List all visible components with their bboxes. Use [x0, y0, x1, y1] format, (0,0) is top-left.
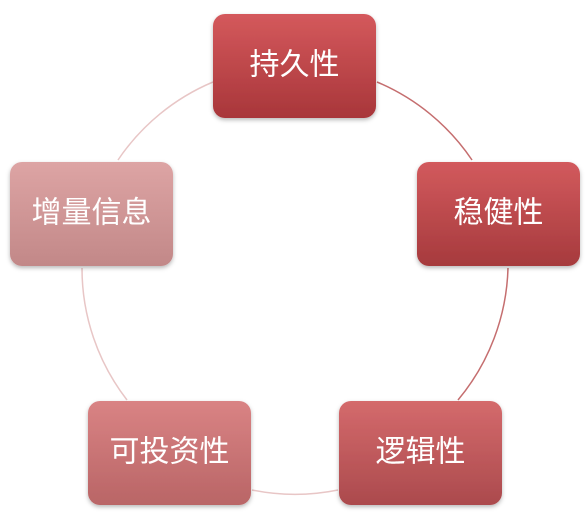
node-logic-label: 逻辑性	[376, 435, 466, 470]
node-durability: 持久性	[213, 14, 376, 118]
node-incremental-info: 增量信息	[10, 162, 173, 266]
node-investability: 可投资性	[88, 401, 251, 505]
node-durability-box	[213, 14, 376, 118]
node-investability-label: 可投资性	[110, 435, 230, 470]
node-robustness-label: 稳健性	[454, 196, 544, 231]
node-robustness-box	[417, 162, 580, 266]
node-logic-box	[339, 401, 502, 505]
node-logic: 逻辑性	[339, 401, 502, 505]
ring-arc-investability-incremental	[81, 267, 128, 401]
ring-arc-logic-investability	[251, 489, 339, 496]
ring-arc-robustness-logic	[457, 267, 509, 401]
ring-arc-incremental-durability	[117, 81, 214, 161]
node-incremental-info-label: 增量信息	[32, 196, 152, 231]
node-incremental-info-box	[10, 162, 173, 266]
node-durability-label: 持久性	[250, 48, 340, 83]
node-investability-box	[88, 401, 251, 505]
node-robustness: 稳健性	[417, 162, 580, 266]
ring-arc-durability-robustness	[376, 81, 473, 161]
cycle-ring	[81, 81, 509, 496]
